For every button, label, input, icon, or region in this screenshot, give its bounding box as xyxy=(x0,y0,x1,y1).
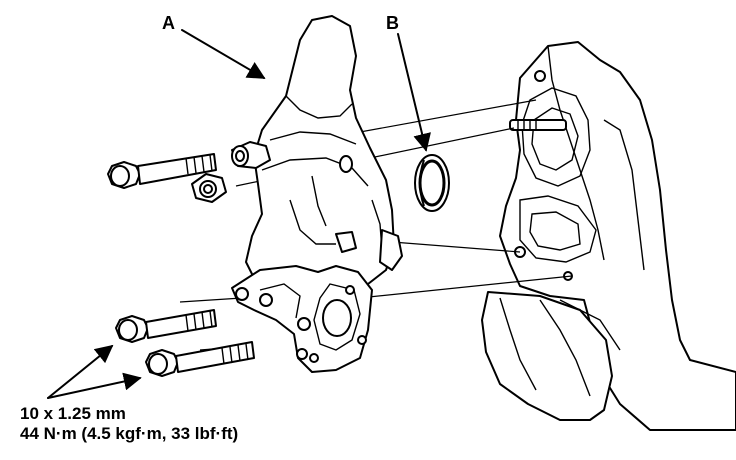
block-stud xyxy=(509,119,567,131)
bolt-size-text: 10 x 1.25 mm xyxy=(20,404,126,423)
part-a-housing xyxy=(231,15,403,301)
upper-long-bolt xyxy=(107,153,217,189)
callout-label-a: A xyxy=(162,13,175,33)
oil-pan-section xyxy=(481,291,613,421)
lower-bracket xyxy=(231,265,373,373)
lower-bolt-1 xyxy=(115,309,217,343)
torque-value-text: 44 N·m (4.5 kgf·m, 33 lbf·ft) xyxy=(20,424,239,443)
callout-label-b: B xyxy=(386,13,399,33)
lower-bolt-2 xyxy=(145,341,255,377)
collar-nut xyxy=(191,173,227,203)
torque-spec: 10 x 1.25 mm 44 N·m (4.5 kgf·m, 33 lbf·f… xyxy=(20,404,238,444)
callout-leaders xyxy=(47,29,431,399)
part-b-seal xyxy=(414,154,450,212)
